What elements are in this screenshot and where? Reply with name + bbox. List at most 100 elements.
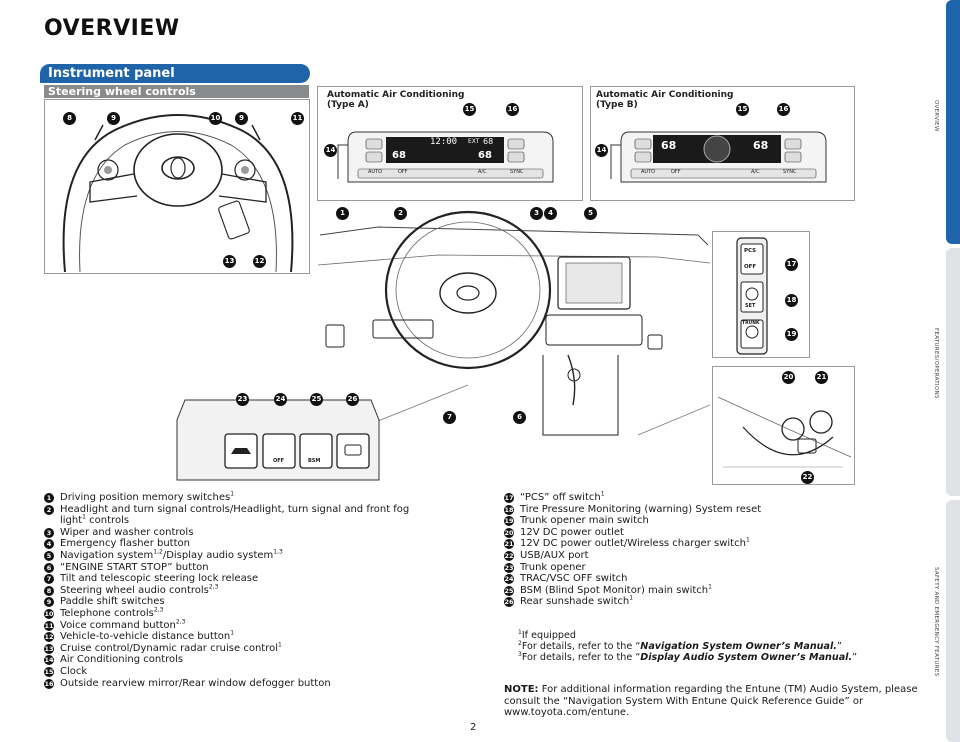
right-legend-list: 17“PCS” off switch1 18 Tire Pressure Moni… bbox=[504, 491, 924, 608]
item-text: TRAC/VSC OFF switch bbox=[520, 573, 628, 585]
item-number: 9 bbox=[44, 597, 54, 608]
callout-14: 14 bbox=[324, 144, 337, 157]
item-number: 11 bbox=[44, 620, 54, 631]
item-text-tail: controls bbox=[86, 515, 130, 527]
footnote-text-end: ” bbox=[836, 641, 842, 652]
pcs-label: PCS bbox=[744, 248, 757, 254]
callout-18: 18 bbox=[785, 294, 798, 307]
footnote-text: For details, refer to the “ bbox=[521, 641, 641, 652]
ac-b-ac: A/C bbox=[751, 169, 760, 175]
item-number: 24 bbox=[504, 574, 514, 585]
item-text: USB/AUX port bbox=[520, 549, 589, 561]
item-sup: 2,3 bbox=[208, 583, 219, 591]
list-item: 17“PCS” off switch1 bbox=[504, 491, 924, 504]
item-text: Vehicle-to-vehicle distance button bbox=[60, 631, 231, 643]
item-text: Emergency flasher button bbox=[60, 538, 190, 550]
ac-b-temp-right: 68 bbox=[753, 139, 769, 152]
ac-a-sync: SYNC bbox=[510, 169, 524, 175]
footnotes: 1If equipped 2For details, refer to the … bbox=[518, 629, 928, 663]
callout-20: 20 bbox=[782, 371, 795, 384]
item-text: Clock bbox=[60, 665, 88, 677]
footnote-sup: 2 bbox=[518, 639, 522, 647]
item-number: 20 bbox=[504, 527, 514, 538]
steering-wheel-illustration bbox=[62, 114, 294, 273]
list-item: 6“ENGINE START STOP” button bbox=[44, 562, 464, 574]
callout-5: 5 bbox=[584, 207, 597, 220]
footnote-manual-title: Display Audio System Owner’s Manual. bbox=[640, 652, 853, 663]
item-text: Driving position memory switches bbox=[60, 492, 231, 503]
item-text: Tilt and telescopic steering lock releas… bbox=[60, 573, 259, 585]
ac-panel-type-a: Automatic Air Conditioning (Type A) 12:0… bbox=[317, 86, 583, 201]
item-number: 4 bbox=[44, 539, 54, 550]
tab-features[interactable] bbox=[946, 248, 960, 496]
callout-15: 15 bbox=[463, 103, 476, 116]
callout-16-b: 16 bbox=[777, 103, 790, 116]
note-link[interactable]: www.toyota.com/entune. bbox=[504, 707, 630, 719]
item-number: 18 bbox=[504, 504, 514, 515]
ac-type-b-label: Automatic Air Conditioning (Type B) bbox=[596, 90, 733, 110]
ac-type-a-label-line1: Automatic Air Conditioning bbox=[327, 90, 465, 100]
trunk-label: TRUNK bbox=[742, 321, 760, 326]
item-number: 16 bbox=[44, 678, 54, 689]
ac-a-clock: 12:00 bbox=[430, 137, 458, 147]
item-number: 1 bbox=[44, 493, 54, 503]
item-sup: 1 bbox=[82, 513, 86, 521]
steering-wheel-panel: 8 9 10 9 11 13 12 bbox=[44, 99, 310, 274]
note-line-1: NOTE: For additional information regardi… bbox=[504, 684, 924, 696]
item-number: 10 bbox=[44, 608, 54, 619]
item-number: 5 bbox=[44, 550, 54, 561]
item-number: 6 bbox=[44, 562, 54, 573]
ac-type-a-label: Automatic Air Conditioning (Type A) bbox=[327, 90, 464, 110]
item-number: 26 bbox=[504, 597, 514, 608]
item-text: Tire Pressure Monitoring (warning) Syste… bbox=[520, 503, 762, 515]
callout-16: 16 bbox=[506, 103, 519, 116]
tab-safety[interactable] bbox=[946, 500, 960, 742]
item-number: 8 bbox=[44, 585, 54, 596]
ac-b-temp-left: 68 bbox=[661, 139, 677, 152]
ac-type-a-label-line2: (Type A) bbox=[327, 100, 369, 110]
note-block: NOTE: For additional information regardi… bbox=[504, 684, 924, 719]
item-number: 3 bbox=[44, 527, 54, 538]
page-title: OVERVIEW bbox=[44, 16, 180, 41]
note-line-2: consult the “Navigation System With Entu… bbox=[504, 695, 864, 707]
pcs-switch-drawing bbox=[736, 237, 768, 355]
callout-19: 19 bbox=[785, 328, 798, 341]
list-item-continued: light1 controls bbox=[44, 513, 464, 527]
callout-10: 10 bbox=[209, 112, 222, 125]
ac-a-auto: AUTO bbox=[368, 169, 383, 175]
item-sup: 1 bbox=[278, 641, 282, 649]
item-sup: 1 bbox=[230, 490, 235, 498]
pcs-off-label: OFF bbox=[744, 264, 757, 270]
ac-type-b-label-line2: (Type B) bbox=[596, 100, 638, 110]
item-sup: 1 bbox=[708, 583, 712, 591]
item-number: 7 bbox=[44, 574, 54, 585]
item-sup: 1 bbox=[230, 629, 235, 637]
dashboard-drawing bbox=[317, 210, 711, 446]
footnote-text: For details, refer to the “ bbox=[521, 652, 641, 663]
list-item: 7 Tilt and telescopic steering lock relea… bbox=[44, 573, 464, 585]
item-sup: 1 bbox=[745, 537, 750, 545]
callout-25: 25 bbox=[310, 393, 323, 406]
bsm-label: BSM bbox=[308, 458, 321, 464]
tab-overview[interactable] bbox=[946, 0, 960, 244]
item-number: 19 bbox=[504, 516, 514, 527]
tab-features-label: FEATURES/OPERATIONS bbox=[933, 328, 939, 399]
ac-a-ext-value: 68 bbox=[483, 137, 494, 146]
item-number: 21 bbox=[504, 539, 514, 550]
ac-b-auto: AUTO bbox=[641, 169, 656, 175]
